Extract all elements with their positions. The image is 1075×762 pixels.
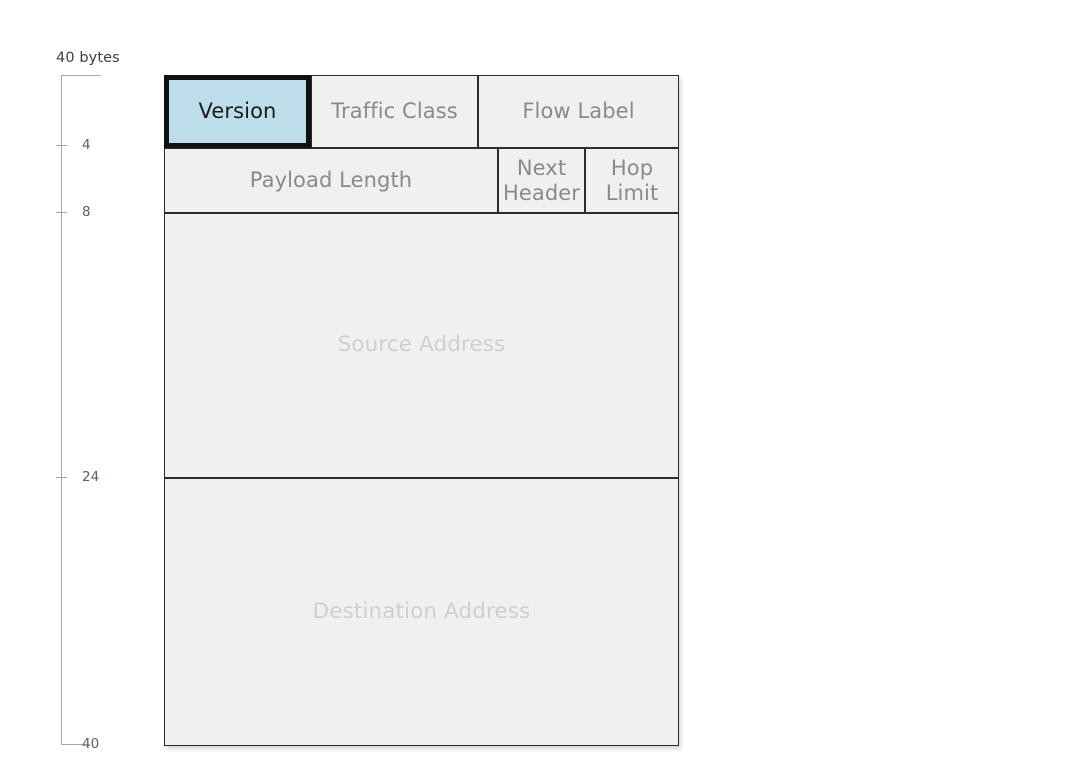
field-source-address[interactable]: Source Address xyxy=(164,213,679,478)
field-flow-label[interactable]: Flow Label xyxy=(478,75,679,148)
field-version-label: Version xyxy=(198,99,277,124)
bracket-cap-top xyxy=(61,75,101,76)
field-source-address-label: Source Address xyxy=(337,332,506,358)
field-destination-address-label: Destination Address xyxy=(312,598,531,624)
scale-tick-8-mark xyxy=(56,212,67,213)
field-traffic-class[interactable]: Traffic Class xyxy=(311,75,478,148)
field-traffic-class-label: Traffic Class xyxy=(331,99,458,124)
field-next-header-label: Next Header xyxy=(502,156,581,205)
field-payload-length-label: Payload Length xyxy=(249,168,413,193)
scale-tick-4-label: 4 xyxy=(82,137,91,153)
field-version[interactable]: Version xyxy=(164,75,311,148)
bracket-spine xyxy=(61,75,62,744)
scale-tick-8-label: 8 xyxy=(82,204,91,220)
field-flow-label-label: Flow Label xyxy=(522,99,635,124)
ipv6-header-diagram: Version Traffic Class Flow Label Payload… xyxy=(164,75,679,746)
field-next-header[interactable]: Next Header xyxy=(498,148,585,213)
field-hop-limit-label: Hop Limit xyxy=(605,156,659,205)
field-destination-address[interactable]: Destination Address xyxy=(164,478,679,746)
scale-caption: 40 bytes xyxy=(56,50,120,66)
scale-tick-4-mark xyxy=(56,145,67,146)
scale-tick-40-label: 40 xyxy=(82,736,100,752)
field-hop-limit[interactable]: Hop Limit xyxy=(585,148,679,213)
field-payload-length[interactable]: Payload Length xyxy=(164,148,498,213)
bracket-cap-bottom xyxy=(61,744,85,745)
scale-tick-24-label: 24 xyxy=(82,469,100,485)
size-scale: 40 bytes 4 8 24 40 xyxy=(56,50,166,755)
scale-tick-24-mark xyxy=(56,477,67,478)
